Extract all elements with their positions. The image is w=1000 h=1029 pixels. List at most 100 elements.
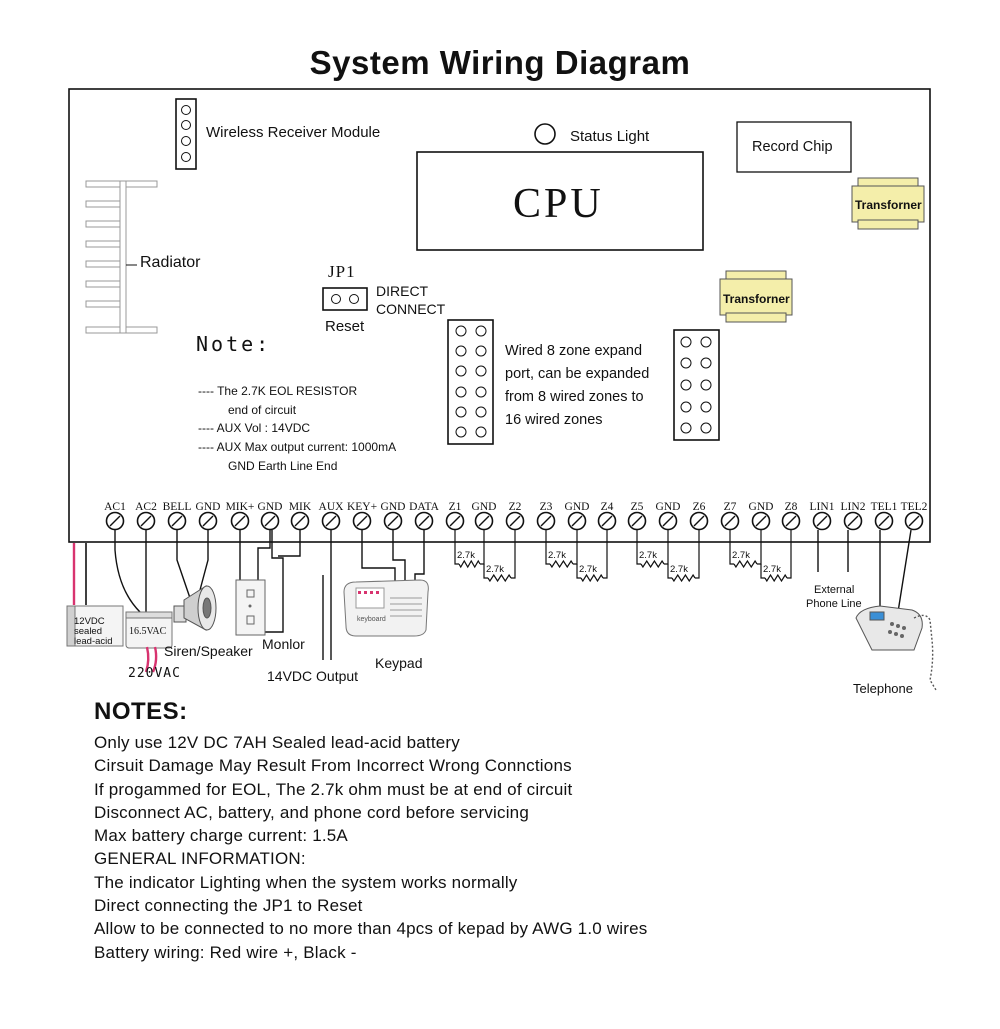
resistor-3-a bbox=[733, 559, 758, 569]
zone-wire-2-1 bbox=[664, 530, 669, 565]
terminal-slot-11 bbox=[449, 515, 461, 527]
transformer-2-label: Transforner bbox=[723, 292, 790, 306]
keypad-device bbox=[343, 579, 429, 637]
resistor-label-0-1: 2.7k bbox=[486, 564, 504, 575]
note-line-5: GND Earth Line End bbox=[228, 459, 338, 473]
zone-wire-3-0 bbox=[729, 530, 734, 565]
terminal-label-z3: Z3 bbox=[539, 501, 553, 513]
note-line-3: ---- AUX Vol : 14VDC bbox=[198, 421, 311, 435]
resistor-label-0-0: 2.7k bbox=[457, 550, 475, 561]
telephone-icon bbox=[855, 605, 937, 691]
jp1-jumper bbox=[322, 287, 368, 311]
record-chip-label: Record Chip bbox=[752, 139, 833, 155]
terminal-label-tel1: TEL1 bbox=[870, 501, 898, 513]
zone-wire-2-2 bbox=[667, 564, 672, 579]
status-light-label: Status Light bbox=[570, 128, 650, 145]
diagram-title: System Wiring Diagram bbox=[309, 44, 691, 81]
terminal-slot-17 bbox=[631, 515, 643, 527]
phone-line-wiring bbox=[817, 529, 912, 615]
terminal-label-lin2: LIN2 bbox=[840, 501, 866, 513]
battery-label: 12VDC sealed lead-acid bbox=[74, 617, 113, 647]
terminal-label-z4: Z4 bbox=[600, 501, 614, 513]
reset-label: Reset bbox=[325, 318, 365, 335]
resistor-label-3-0: 2.7k bbox=[732, 550, 750, 561]
terminal-slot-9 bbox=[387, 515, 399, 527]
terminal-label-gnd: GND bbox=[195, 501, 221, 513]
direct-connect-label-1: DIRECT bbox=[376, 283, 429, 299]
ac-adapter-label: 16.5VAC bbox=[129, 626, 167, 637]
terminal-label-z7: Z7 bbox=[723, 501, 737, 513]
terminal-slot-26 bbox=[908, 515, 920, 527]
transformer-2 bbox=[719, 270, 793, 323]
terminal-slot-6 bbox=[294, 515, 306, 527]
terminal-label-gnd: GND bbox=[748, 501, 774, 513]
terminal-label-z2: Z2 bbox=[508, 501, 522, 513]
mains-label: 220VAC bbox=[128, 666, 181, 681]
status-light-icon bbox=[534, 123, 556, 145]
terminal-slot-21 bbox=[755, 515, 767, 527]
resistor-2-b bbox=[671, 573, 696, 583]
note-line-1: ---- The 2.7K EOL RESISTOR bbox=[198, 384, 358, 398]
terminal-label-gnd: GND bbox=[655, 501, 681, 513]
resistor-label-1-1: 2.7k bbox=[579, 564, 597, 575]
terminal-slot-3 bbox=[202, 515, 214, 527]
zone-wire-2-0 bbox=[636, 530, 641, 565]
terminal-slot-0 bbox=[109, 515, 121, 527]
monitor-wiring bbox=[239, 530, 301, 633]
zone-wire-1-1 bbox=[573, 530, 578, 565]
notes-item: The indicator Lighting when the system w… bbox=[94, 872, 518, 892]
note-heading: Note: bbox=[196, 332, 272, 356]
battery-label-2: sealed bbox=[74, 626, 102, 637]
terminal-slot-16 bbox=[601, 515, 613, 527]
resistor-3-b bbox=[764, 573, 788, 583]
external-line-label-2: Phone Line bbox=[806, 598, 862, 610]
cpu-label: CPU bbox=[513, 181, 604, 227]
notes-item: Cirsuit Damage May Result From Incorrect… bbox=[94, 756, 572, 776]
terminal-label-aux: AUX bbox=[318, 501, 344, 513]
terminal-label-z5: Z5 bbox=[630, 501, 644, 513]
notes-item: If progammed for EOL, The 2.7k ohm must … bbox=[94, 779, 573, 799]
notes-heading: NOTES: bbox=[94, 698, 188, 725]
resistor-label-1-0: 2.7k bbox=[548, 550, 566, 561]
ac-adapter-wiring bbox=[114, 530, 147, 613]
jp1-label: JP1 bbox=[328, 262, 356, 281]
resistor-1-a bbox=[549, 559, 574, 569]
expand-text-4: 16 wired zones bbox=[505, 412, 603, 428]
notes-item: Max battery charge current: 1.5A bbox=[94, 826, 348, 846]
notes-item: Direct connecting the JP1 to Reset bbox=[94, 896, 363, 916]
transformer-1 bbox=[851, 177, 925, 230]
terminal-label-gnd: GND bbox=[564, 501, 590, 513]
ac-adapter bbox=[125, 611, 173, 673]
direct-connect-label-2: CONNECT bbox=[376, 301, 446, 317]
notes-item: Disconnect AC, battery, and phone cord b… bbox=[94, 802, 529, 822]
notes-list: Only use 12V DC 7AH Sealed lead-acid bat… bbox=[94, 731, 648, 964]
monitor-label: Monlor bbox=[262, 636, 305, 652]
resistor-label-2-1: 2.7k bbox=[670, 564, 688, 575]
notes-item: Allow to be connected to no more than 4p… bbox=[94, 919, 648, 939]
resistor-2-a bbox=[640, 559, 665, 569]
eol-resistors bbox=[454, 530, 792, 583]
terminal-label-gnd: GND bbox=[257, 501, 283, 513]
terminal-label-ac1: AC1 bbox=[104, 501, 126, 513]
terminal-slot-24 bbox=[847, 515, 859, 527]
terminal-slot-23 bbox=[816, 515, 828, 527]
radiator-label: Radiator bbox=[140, 254, 201, 271]
terminal-label-z6: Z6 bbox=[692, 501, 706, 513]
zone-wire-2-3 bbox=[695, 530, 700, 579]
keypad-brand: keyboard bbox=[357, 616, 386, 623]
siren-label: Siren/Speaker bbox=[164, 643, 253, 659]
expansion-header-left bbox=[447, 319, 494, 445]
wireless-receiver-label: Wireless Receiver Module bbox=[206, 124, 381, 141]
zone-wire-3-2 bbox=[760, 564, 765, 579]
zone-wire-3-1 bbox=[757, 530, 762, 565]
terminal-slot-13 bbox=[509, 515, 521, 527]
resistor-label-3-1: 2.7k bbox=[763, 564, 781, 575]
expand-text-3: from 8 wired zones to bbox=[505, 389, 644, 405]
terminal-slot-18 bbox=[662, 515, 674, 527]
terminal-label-mik: MIK bbox=[288, 501, 312, 513]
zone-wire-0-0 bbox=[454, 530, 459, 565]
monitor-device bbox=[235, 579, 266, 636]
terminal-label-z1: Z1 bbox=[448, 501, 462, 513]
keypad-label: Keypad bbox=[375, 655, 423, 671]
expand-text-2: port, can be expanded bbox=[505, 366, 650, 382]
